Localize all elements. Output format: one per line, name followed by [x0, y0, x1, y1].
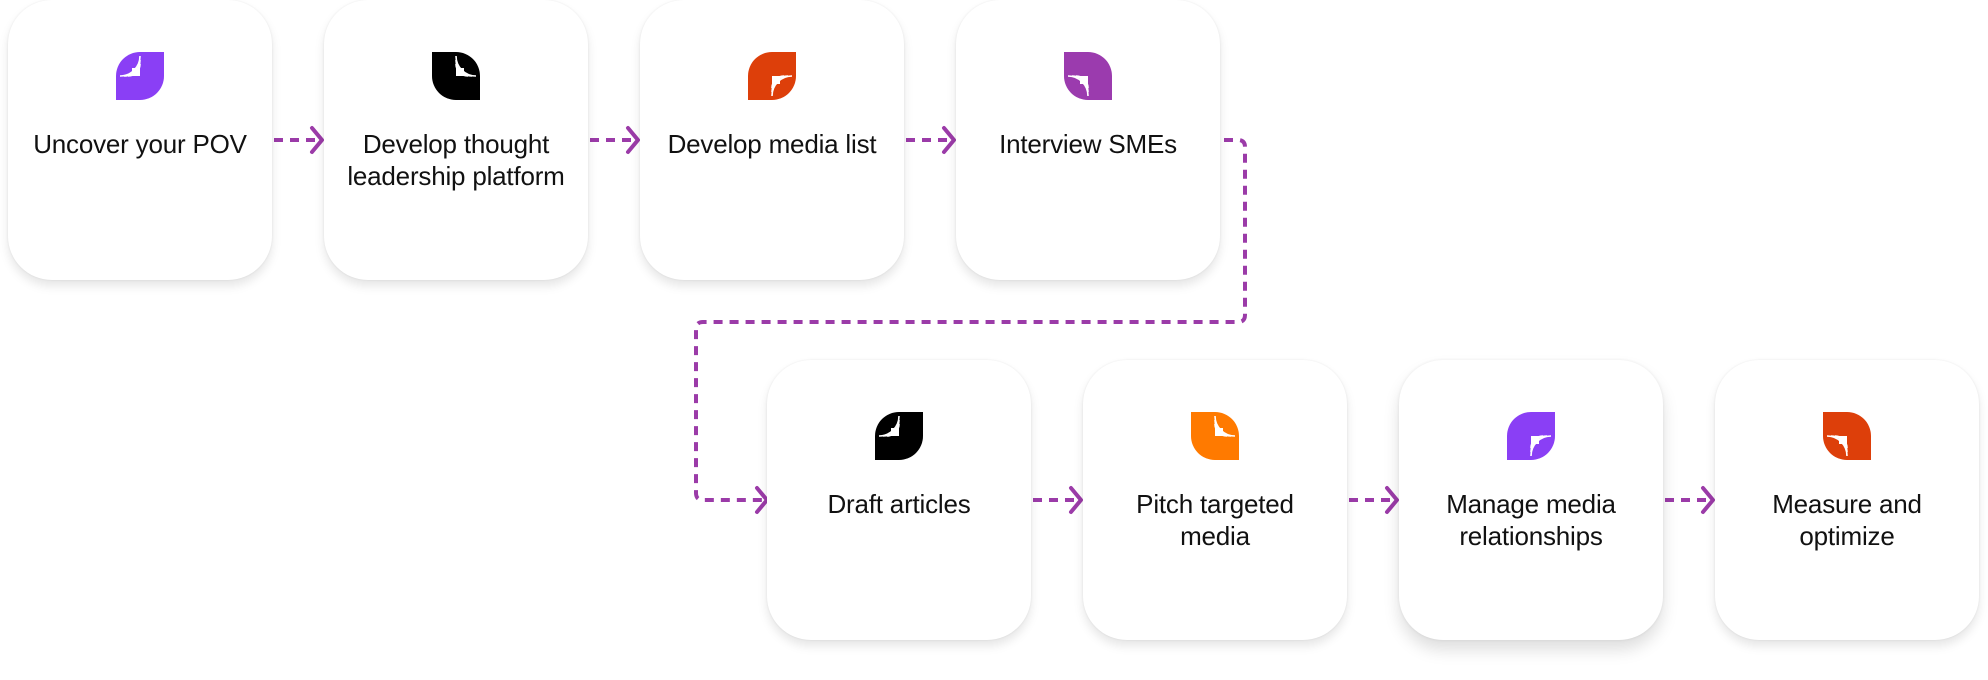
signal-arc — [878, 415, 900, 437]
step-label: Measure and optimize — [1772, 489, 1922, 551]
step-label: Develop media list — [667, 129, 877, 159]
chevron-right-icon — [1385, 486, 1399, 514]
step-label: Uncover your POV — [33, 129, 247, 159]
leaf-signal-icon — [875, 412, 923, 460]
signal-arc — [1067, 75, 1089, 97]
step-label: Pitch targeted media — [1136, 489, 1294, 551]
chevron-right-icon — [755, 486, 769, 514]
chevron-right-icon — [626, 126, 640, 154]
step-label: Interview SMEs — [999, 129, 1177, 159]
leaf-signal-icon — [116, 52, 164, 100]
step-card-draft-articles[interactable]: Draft articles — [767, 360, 1031, 640]
step-card-pitch-media[interactable]: Pitch targeted media — [1083, 360, 1347, 640]
step-label: Manage media relationships — [1446, 489, 1616, 551]
signal-arc — [1214, 415, 1236, 437]
step-card-media-list[interactable]: Develop media list — [640, 0, 904, 280]
step-label: Develop thought leadership platform — [347, 129, 565, 191]
step-card-interview-smes[interactable]: Interview SMEs — [956, 0, 1220, 280]
leaf-signal-icon — [1823, 412, 1871, 460]
chevron-right-icon — [1069, 486, 1083, 514]
signal-arc — [119, 55, 141, 77]
leaf-signal-icon — [1064, 52, 1112, 100]
step-card-measure-optimize[interactable]: Measure and optimize — [1715, 360, 1979, 640]
leaf-signal-icon — [432, 52, 480, 100]
step-card-thought-leadership[interactable]: Develop thought leadership platform — [324, 0, 588, 280]
chevron-right-icon — [310, 126, 324, 154]
leaf-signal-icon — [1507, 412, 1555, 460]
chevron-right-icon — [942, 126, 956, 154]
signal-arc — [771, 75, 793, 97]
leaf-signal-icon — [1191, 412, 1239, 460]
step-label: Draft articles — [827, 489, 971, 519]
chevron-right-icon — [1701, 486, 1715, 514]
signal-arc — [1826, 435, 1848, 457]
leaf-signal-icon — [748, 52, 796, 100]
signal-arc — [455, 55, 477, 77]
step-card-uncover-pov[interactable]: Uncover your POV — [8, 0, 272, 280]
signal-arc — [1530, 435, 1552, 457]
step-card-manage-relationships[interactable]: Manage media relationships — [1399, 360, 1663, 640]
